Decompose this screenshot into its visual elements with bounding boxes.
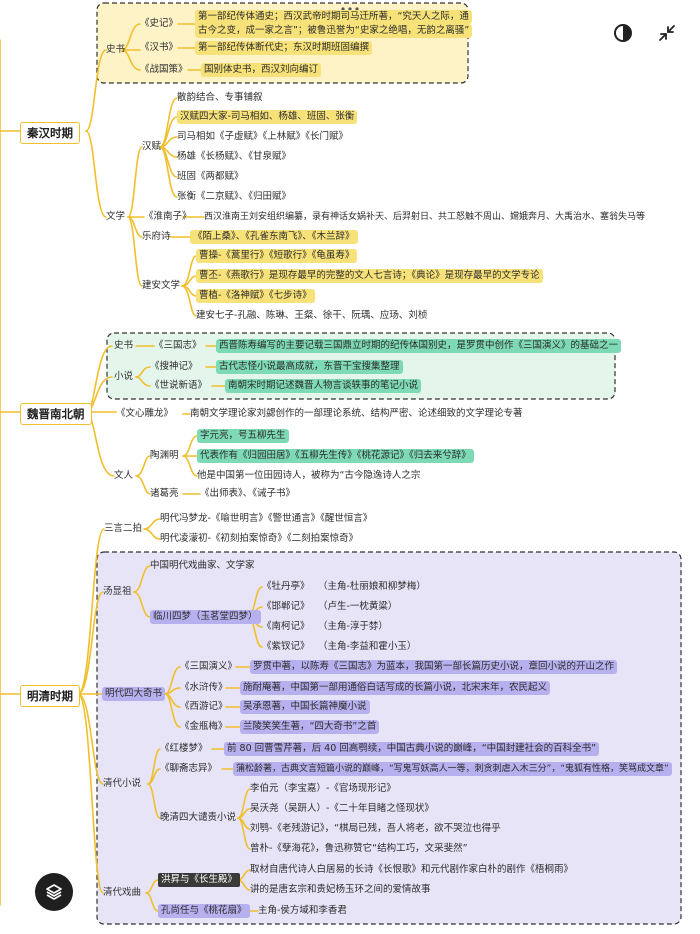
qishu-desc: 施耐庵著，中国第一部用通俗白话写成的长篇小说，北宋末年，农民起义 xyxy=(240,681,551,695)
weijin-xiaoshuo-label[interactable]: 小说 xyxy=(114,371,134,382)
play-title: 《牡丹亭》 xyxy=(262,581,310,592)
linchuan-node[interactable]: 临川四梦（玉茗堂四梦） xyxy=(150,610,261,624)
jianan-item: 建安七子-孔融、陈琳、王粲、徐干、阮瑀、应玚、刘桢 xyxy=(196,310,428,321)
hanfu-item: 杨雄《长杨赋》、《甘泉赋》 xyxy=(177,151,292,162)
wenxindiaolong-node[interactable]: 《文心雕龙》 xyxy=(116,408,174,419)
hanshu-node[interactable]: 《汉书》 xyxy=(140,42,179,53)
liaozhai-node[interactable]: 《聊斋志异》 xyxy=(160,763,218,774)
huainanzi-desc: 西汉淮南王刘安组织编纂，录有神话女娲补天、后羿射日、共工怒触不周山、嫦娥奔月、大… xyxy=(204,212,646,222)
sidaqishu-label[interactable]: 明代四大奇书 xyxy=(102,687,166,701)
sanyan-item: 明代冯梦龙-《喻世明言》《警世通言》《醒世恒言》 xyxy=(160,513,373,524)
play-title: 《邯郸记》 xyxy=(262,601,310,612)
qingxiaoshuo-label[interactable]: 清代小说 xyxy=(103,778,142,789)
play-desc: （主角-李益和霍小玉） xyxy=(318,641,417,652)
hanfu-item: 汉赋四大家-司马相如、杨雄、班固、张衡 xyxy=(177,110,358,124)
play-desc: （主角-淳于棼） xyxy=(318,621,388,632)
qianze-item: 李伯元（李宝嘉）-《官场现形记》 xyxy=(250,783,396,794)
zhuge-desc: 《出师表》、《诫子书》 xyxy=(200,488,296,499)
hanfu-item: 司马相如《子虚赋》《上林赋》《长门赋》 xyxy=(177,131,349,142)
hongsheng-item: 讲的是唐玄宗和贵妃杨玉环之间的爱情故事 xyxy=(250,884,431,895)
sanyan-label[interactable]: 三言二拍 xyxy=(104,523,143,534)
qianze-item: 吴沃尧（吴趼人）-《二十年目睹之怪现状》 xyxy=(250,803,434,814)
jianan-item: 曹植-《洛神赋》《七步诗》 xyxy=(196,289,315,303)
weijin-wenren-label[interactable]: 文人 xyxy=(114,470,134,481)
qishu-title[interactable]: 《水浒传》 xyxy=(180,682,228,693)
root-qinhan[interactable]: 秦汉时期 xyxy=(20,122,80,144)
hanfu-item: 散韵结合、专事铺叙 xyxy=(177,92,263,103)
collapse-icon[interactable] xyxy=(652,18,682,48)
sanguozhi-node[interactable]: 《三国志》 xyxy=(154,340,202,351)
soushenji-node[interactable]: 《搜神记》 xyxy=(150,361,198,372)
qingxiqu-label[interactable]: 清代戏曲 xyxy=(103,887,142,898)
play-desc: （卢生-一枕黄粱） xyxy=(318,601,398,612)
qishu-desc: 兰陵笑笑生著，“四大奇书”之首 xyxy=(240,720,380,734)
shishuo-desc: 南朝宋时期记述魏晋人物言谈轶事的笔记小说 xyxy=(225,379,422,393)
jianan-item: 曹丕-《燕歌行》是现存最早的完整的文人七言诗；《典论》是现存最早的文学专论 xyxy=(196,269,543,283)
shishuo-node[interactable]: 《世说新语》 xyxy=(150,380,208,391)
qishu-desc: 吴承恩著，中国长篇神魔小说 xyxy=(240,700,370,714)
yuefu-desc: 《陌上桑》、《孔雀东南飞》、《木兰辞》 xyxy=(190,230,358,244)
layers-icon[interactable] xyxy=(35,873,73,911)
tangxianzu-desc: 中国明代戏曲家、文学家 xyxy=(150,560,255,571)
qianze-node[interactable]: 晚清四大谴责小说 xyxy=(160,812,237,823)
play-desc: （主角-杜丽娘和柳梦梅） xyxy=(318,581,426,592)
hongloumeng-desc: 前 80 回曹雪芹著，后 40 回高鹗续，中国古典小说的巅峰，“中国封建社会的百… xyxy=(224,742,600,756)
taoyuanming-node[interactable]: 陶渊明 xyxy=(150,450,179,461)
qishu-title[interactable]: 《三国演义》 xyxy=(180,661,238,672)
zhugeliang-node[interactable]: 诸葛亮 xyxy=(150,488,179,499)
contrast-icon[interactable] xyxy=(608,18,638,48)
qishu-title[interactable]: 《金瓶梅》 xyxy=(180,721,228,732)
tao-item: 字元亮，号五柳先生 xyxy=(197,429,289,443)
tangxianzu-label[interactable]: 汤显祖 xyxy=(103,586,132,597)
soushenji-desc: 古代志怪小说最高成就，东晋干宝搜集整理 xyxy=(216,360,403,374)
hanfu-item: 张衡《二京赋》、《归田赋》 xyxy=(177,191,292,202)
kongshangren-node[interactable]: 孔尚任与《桃花扇》 xyxy=(158,904,250,918)
huainanzi-node[interactable]: 《淮南子》 xyxy=(144,211,192,222)
tao-item: 他是中国第一位田园诗人，被称为“古今隐逸诗人之宗 xyxy=(197,470,421,481)
hanshu-desc: 第一部纪传体断代史；东汉时期班固编撰 xyxy=(195,41,373,55)
kong-desc: 主角-侯方域和李香君 xyxy=(258,905,347,916)
yuefu-node[interactable]: 乐府诗 xyxy=(142,231,171,242)
hanfu-node[interactable]: 汉赋 xyxy=(142,141,162,152)
qinhan-shishu-label[interactable]: 史书 xyxy=(106,44,126,55)
liaozhai-desc: 蒲松龄著，古典文言短篇小说的巅峰，“写鬼写妖高人一等，刺贪刺虐入木三分”，“鬼狐… xyxy=(233,762,672,776)
shiji-node[interactable]: 《史记》 xyxy=(140,18,179,29)
sanguozhi-desc: 西晋陈寿编写的主要记载三国鼎立时期的纪传体国别史，是罗贯中创作《三国演义》的基础… xyxy=(216,339,622,353)
jianan-node[interactable]: 建安文学 xyxy=(142,280,181,291)
hanfu-item: 班固《两都赋》 xyxy=(177,171,244,182)
shiji-desc-line1: 第一部纪传体通史；西汉武帝时期司马迁所著，“究天人之际，通 xyxy=(195,10,472,24)
hongloumeng-node[interactable]: 《红楼梦》 xyxy=(160,743,208,754)
qishu-desc: 罗贯中著，以陈寿《三国志》为蓝本，我国第一部长篇历史小说，章回小说的开山之作 xyxy=(250,660,618,674)
qianze-item: 曾朴-《孽海花》，鲁迅称赞它“结构工巧，文采斐然” xyxy=(250,843,468,854)
qishu-title[interactable]: 《西游记》 xyxy=(180,701,228,712)
root-mingqing[interactable]: 明清时期 xyxy=(20,685,80,707)
play-title: 《紫钗记》 xyxy=(262,641,310,652)
tao-item: 代表作有《归园田居》《五柳先生传》《桃花源记》《归去来兮辞》 xyxy=(197,449,474,463)
root-weijin[interactable]: 魏晋南北朝 xyxy=(20,403,92,425)
shiji-desc-line2: 古今之变，成一家之言”；被鲁迅誉为“史家之绝唱，无韵之离骚” xyxy=(195,24,473,38)
jianan-item: 曹操-《蒿里行》《短歌行》《龟虽寿》 xyxy=(196,249,358,263)
hongsheng-item: 取材自唐代诗人白居易的长诗《长恨歌》和元代剧作家白朴的剧作《梧桐雨》 xyxy=(250,864,574,875)
zhanguoce-node[interactable]: 《战国策》 xyxy=(140,64,188,75)
qianze-item: 刘鹗-《老残游记》，“棋局已残，吾人将老，欲不哭泣也得乎 xyxy=(250,823,501,834)
qinhan-wenxue-label[interactable]: 文学 xyxy=(106,211,126,222)
zhanguoce-desc: 国别体史书，西汉刘向编订 xyxy=(201,63,322,77)
hongsheng-node[interactable]: 洪昇与《长生殿》 xyxy=(158,873,241,887)
wenxindiaolong-desc: 南朝文学理论家刘勰创作的一部理论系统、结构严密、论述细致的文学理论专著 xyxy=(190,408,523,419)
weijin-shishu-label[interactable]: 史书 xyxy=(114,340,134,351)
play-title: 《南柯记》 xyxy=(262,621,310,632)
sanyan-item: 明代凌濛初-《初刻拍案惊奇》《二刻拍案惊奇》 xyxy=(160,533,359,544)
